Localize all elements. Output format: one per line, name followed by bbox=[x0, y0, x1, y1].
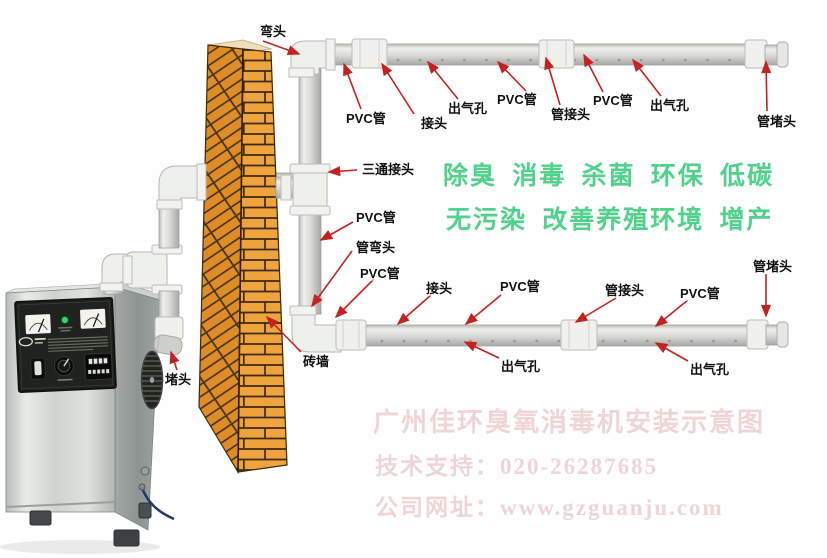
arrow-elbow bbox=[262, 40, 301, 56]
analog-gauge-right bbox=[79, 307, 107, 330]
label-pvc-pipe-low-2: PVC管 bbox=[679, 286, 721, 301]
label-joint-low: 接头 bbox=[425, 281, 454, 296]
arrow-pvc-top-3 bbox=[583, 53, 604, 93]
label-tee-connector: 三通接头 bbox=[361, 162, 416, 177]
label-pvc-pipe-top-2: PVC管 bbox=[496, 92, 538, 107]
label-plug-cap: 堵头 bbox=[164, 372, 193, 387]
label-brick-wall: 砖墙 bbox=[302, 354, 331, 369]
arrow-pipe-joint-top bbox=[544, 56, 561, 106]
top-coupling-1 bbox=[351, 38, 388, 69]
label-pipe-plug-low: 管堵头 bbox=[752, 259, 794, 274]
arrow-airhole-top-1 bbox=[426, 60, 459, 100]
top-coupling-2 bbox=[538, 39, 575, 69]
label-air-hole-low-1: 出气孔 bbox=[500, 359, 542, 374]
arrow-joint-low bbox=[396, 294, 432, 326]
slogan-line-1: 除臭 消毒 杀菌 环保 低碳 bbox=[443, 163, 775, 190]
ozone-generator bbox=[5, 282, 175, 547]
top-end-plug bbox=[744, 39, 789, 69]
adjust-knob bbox=[53, 356, 74, 381]
arrow-tee bbox=[327, 166, 358, 177]
power-cord bbox=[140, 487, 175, 521]
digital-timer bbox=[84, 352, 113, 381]
label-pvc-pipe-mid-1: PVC管 bbox=[355, 210, 397, 225]
arrow-plug-cap bbox=[169, 350, 180, 371]
slogan-line-2: 无污染 改善养殖环境 增产 bbox=[446, 207, 774, 234]
arrow-pvc-low-1 bbox=[464, 294, 502, 326]
label-air-hole-low-2: 出气孔 bbox=[689, 362, 731, 377]
arrow-pvc-top-1 bbox=[343, 62, 362, 110]
label-air-hole-top-1: 出气孔 bbox=[447, 101, 489, 116]
label-joint-top: 接头 bbox=[420, 116, 449, 131]
arrow-airhole-low-2 bbox=[654, 342, 689, 362]
machine-top-tee bbox=[122, 244, 183, 295]
power-indicator-lamp bbox=[60, 315, 70, 325]
machine-foot-left bbox=[29, 510, 52, 526]
label-air-hole-top-2: 出气孔 bbox=[649, 98, 691, 113]
arrow-airhole-top-2 bbox=[632, 58, 662, 97]
machine-foot-right bbox=[113, 529, 140, 547]
bottom-elbow bbox=[291, 311, 342, 353]
label-pipe-elbow: 管弯头 bbox=[355, 240, 397, 255]
bottom-coupling-1 bbox=[335, 319, 367, 351]
label-elbow: 弯头 bbox=[259, 24, 288, 39]
arrow-brick-wall bbox=[265, 315, 302, 353]
control-panel bbox=[14, 296, 117, 393]
analog-gauge-left bbox=[24, 313, 52, 336]
machine-foot-back bbox=[138, 502, 152, 519]
watermark-line-3: 公司网址：www.gzguanju.com bbox=[375, 495, 724, 520]
bottom-coupling-2 bbox=[560, 319, 598, 351]
power-switch bbox=[30, 357, 46, 380]
pipe-network-left bbox=[99, 163, 207, 356]
side-fan bbox=[140, 350, 164, 410]
arrow-pvc-top-2 bbox=[496, 60, 527, 92]
label-pvc-pipe-top-1: PVC管 bbox=[345, 111, 387, 126]
tee-connector bbox=[275, 163, 331, 216]
arrow-pipe-joint-low bbox=[574, 297, 617, 323]
arrow-pvc-mid-2 bbox=[334, 278, 375, 319]
label-pipe-plug-top: 管堵头 bbox=[756, 114, 798, 129]
brand-logo bbox=[18, 337, 46, 347]
label-pipe-joint-low: 管接头 bbox=[604, 283, 646, 298]
arrow-airhole-low-1 bbox=[463, 341, 500, 359]
watermark-line-1: 广州佳环臭氧消毒机安装示意图 bbox=[373, 408, 766, 437]
label-pipe-joint-top: 管接头 bbox=[550, 107, 592, 122]
arrow-plug-top bbox=[761, 60, 772, 112]
brick-wall bbox=[198, 39, 288, 475]
arrow-joint-top bbox=[381, 62, 415, 115]
bottom-end-plug bbox=[746, 319, 789, 350]
plug-cap bbox=[153, 334, 183, 356]
label-pvc-pipe-mid-2: PVC管 bbox=[359, 266, 401, 281]
arrow-pvc-mid bbox=[319, 221, 354, 241]
arrow-pvc-low-2 bbox=[654, 299, 689, 328]
spec-text-block bbox=[47, 336, 109, 352]
pointer-arrows bbox=[169, 40, 772, 371]
arrow-pipe-elbow bbox=[311, 250, 353, 308]
pipe-network-right bbox=[275, 38, 789, 353]
side-valve bbox=[140, 466, 150, 476]
label-pvc-pipe-low-1: PVC管 bbox=[499, 279, 541, 294]
label-pvc-pipe-top-3: PVC管 bbox=[592, 93, 634, 108]
watermark-line-2: 技术支持：020-26287685 bbox=[375, 454, 659, 479]
